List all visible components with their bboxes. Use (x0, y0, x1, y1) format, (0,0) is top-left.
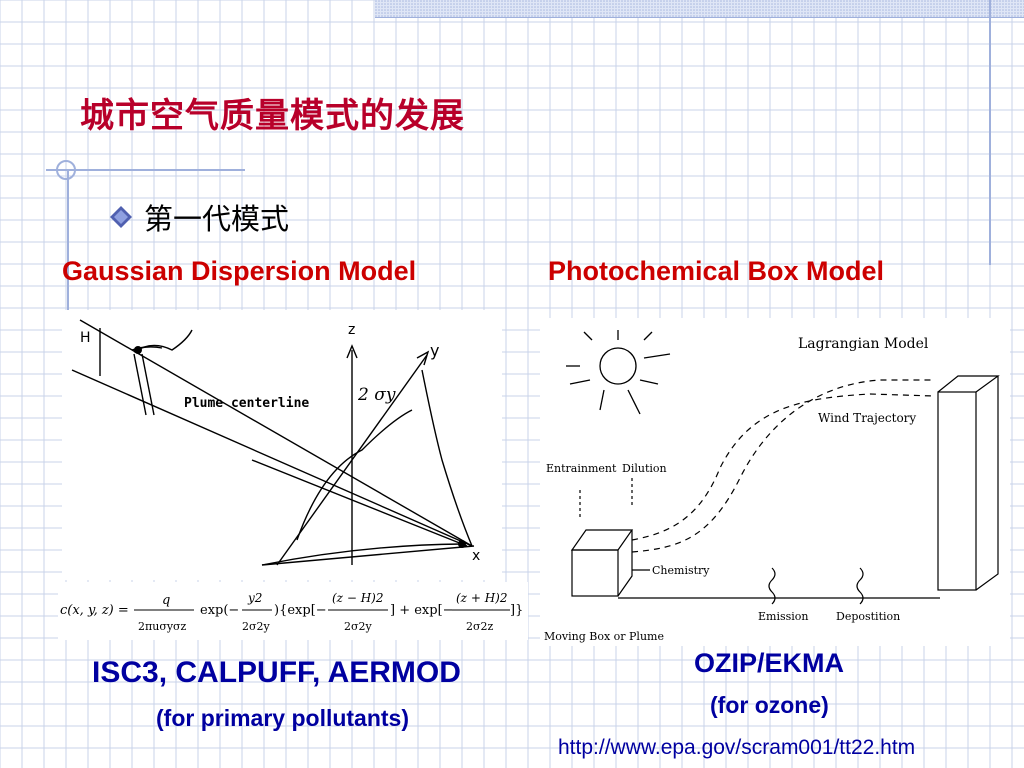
formula-plus: ] + exp[− (390, 603, 454, 618)
box-models-note: (for ozone) (710, 692, 829, 718)
gaussian-formula: c(x, y, z) = q 2πuσyσz exp(− y2 2σ2y ){e… (58, 582, 528, 640)
formula-frac1-den: 2πuσyσz (138, 620, 187, 633)
chemistry-label: Chemistry (652, 564, 710, 577)
formula-lhs: c(x, y, z) = (60, 603, 129, 618)
x-axis-label: x (472, 548, 480, 564)
formula-frac1-num: q (162, 593, 170, 608)
plume-centerline-label: Plume centerline (184, 396, 309, 411)
deposition-label: Depostition (836, 610, 900, 623)
y-axis-label: y (430, 341, 439, 360)
wind-trajectory-label: Wind Trajectory (818, 411, 916, 425)
top-band (375, 0, 1024, 18)
photochemical-header: Photochemical Box Model (548, 256, 885, 286)
reference-link[interactable]: http://www.epa.gov/scram001/tt22.htm (558, 736, 916, 759)
formula-frac2-den: 2σ2y (242, 620, 271, 633)
sun-icon (566, 330, 671, 415)
gaussian-header: Gaussian Dispersion Model (62, 256, 417, 286)
formula-mid: ){exp[− (274, 603, 327, 618)
slide-title: 城市空气质量模式的发展 (80, 96, 465, 136)
moving-box-label: Moving Box or Plume (544, 630, 664, 643)
formula-frac4-den: 2σ2z (466, 620, 494, 633)
box-models: OZIP/EKMA (694, 648, 845, 678)
gaussian-models-note: (for primary pollutants) (156, 705, 410, 731)
bullet-diamond-icon (110, 206, 132, 228)
bullet-text: 第一代模式 (144, 202, 290, 236)
box-model-figure: Lagrangian Model Wind Trajectory Entrain… (540, 318, 1010, 646)
lagrangian-label: Lagrangian Model (798, 336, 929, 352)
formula-frac4-num: (z + H)2 (456, 591, 507, 605)
formula-exp1: exp(− (200, 603, 239, 618)
dilution-label: Dilution (622, 462, 667, 475)
gaussian-plume-figure: H z y x Plume centerline 2 σy (62, 310, 502, 580)
formula-frac3-den: 2σ2y (344, 620, 373, 633)
formula-end: ]} (510, 603, 523, 618)
z-axis-label: z (348, 322, 355, 338)
formula-frac2-num: y2 (247, 591, 262, 605)
entrainment-label: Entrainment (546, 462, 617, 475)
emission-label: Emission (758, 610, 809, 623)
formula-frac3-num: (z − H)2 (332, 591, 383, 605)
sigma-label: 2 σy (357, 385, 396, 405)
height-label: H (80, 330, 91, 346)
gaussian-models: ISC3, CALPUFF, AERMOD (92, 656, 461, 689)
